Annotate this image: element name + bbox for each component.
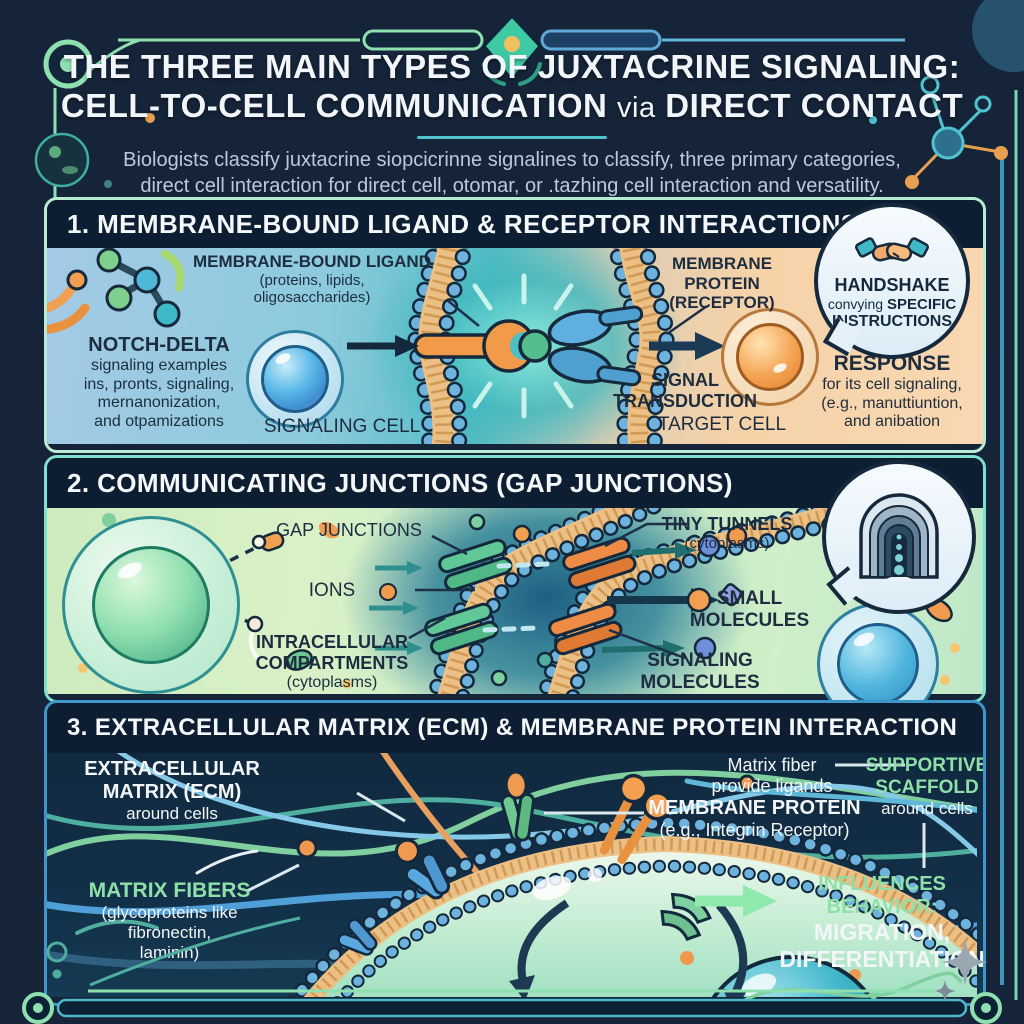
handshake-line2: convying SPECIFIC bbox=[827, 296, 957, 313]
tunnel-icon bbox=[859, 493, 939, 581]
notch-molecule-decor bbox=[47, 248, 185, 334]
integrin-receptor-blue bbox=[394, 838, 451, 900]
tiny-tunnels-label: TINY TUNNELS (cytoplasms) bbox=[661, 514, 793, 552]
handshake-icon bbox=[855, 237, 929, 262]
notch-delta-label: NOTCH-DELTA signaling examples ins, pron… bbox=[83, 334, 235, 430]
influence-arrow bbox=[695, 885, 777, 917]
response-label: RESPONSE for its cell signaling, (e.g., … bbox=[821, 352, 963, 431]
section-1-heading: 1. MEMBRANE-BOUND LIGAND & RECEPTOR INTE… bbox=[67, 208, 859, 239]
flow-arrows bbox=[369, 542, 719, 657]
membrane-protein-green bbox=[500, 770, 536, 842]
decorative-cell bbox=[34, 113, 155, 188]
section-3-body: EXTRACELLULAR MATRIX (ECM) around cells … bbox=[47, 753, 983, 997]
subtitle-line1: Biologists classify juxtacrine siopcicri… bbox=[123, 148, 901, 171]
section-2-card: 2. COMMUNICATING JUNCTIONS (GAP JUNCTION… bbox=[44, 455, 986, 703]
arrow-signal-transduction bbox=[649, 332, 725, 360]
gap-junction-illustration bbox=[78, 508, 960, 694]
title-divider bbox=[417, 135, 607, 139]
gap-junctions-label: GAP JUNCTIONS bbox=[276, 520, 422, 540]
membrane-protein-integrin-label: MEMBRANE PROTEIN (e.g., Integrin Recepto… bbox=[648, 797, 861, 841]
membrane-protein-label: MEMBRANE PROTEIN (RECEPTOR) bbox=[669, 254, 775, 313]
leader-lines bbox=[408, 522, 687, 660]
section-2-header: 2. COMMUNICATING JUNCTIONS (GAP JUNCTION… bbox=[47, 458, 983, 508]
influences-behavior-label: INFLUENCES BEHAVIOR: MIGRATION, DIFFEREN… bbox=[779, 873, 985, 973]
intracellular-label: INTRACELLULAR COMPARTMENTS (cytoplasms) bbox=[255, 632, 409, 691]
tunnel-speech-bubble bbox=[822, 460, 976, 614]
integrin-receptor-blue-2 bbox=[337, 918, 378, 956]
ligand-label: MEMBRANE-BOUND LIGAND (proteins, lipids,… bbox=[193, 252, 431, 307]
title-part-b: DIRECT CONTACT bbox=[665, 86, 964, 124]
handshake-title: HANDSHAKE bbox=[834, 275, 950, 295]
ion-dot-orange bbox=[379, 583, 397, 601]
handshake-line3: INSTRUCTIONS bbox=[832, 313, 952, 330]
title-part-a: CELL-TO-CELL COMMUNICATION bbox=[60, 86, 608, 124]
small-molecules-label: SMALL MOLECULES bbox=[689, 588, 810, 632]
green-hook-receptor bbox=[660, 893, 712, 941]
page-header: THE THREE MAIN TYPES OF JUXTACRINE SIGNA… bbox=[60, 48, 964, 199]
signal-transduction-label: SIGNAL TRANSDUCTION bbox=[613, 370, 757, 411]
ligand-signal-ball bbox=[518, 329, 552, 363]
label-leader-lines bbox=[246, 763, 926, 893]
page-title-line1: THE THREE MAIN TYPES OF JUXTACRINE SIGNA… bbox=[63, 48, 961, 85]
section-3-card: 3. EXTRACELLULAR MATRIX (ECM) & MEMBRANE… bbox=[44, 700, 986, 1006]
section-1-card: 1. MEMBRANE-BOUND LIGAND & RECEPTOR INTE… bbox=[44, 197, 986, 453]
signal-rays bbox=[472, 273, 574, 419]
page-title-line2: CELL-TO-CELL COMMUNICATION via DIRECT CO… bbox=[60, 87, 964, 126]
section-3-header: 3. EXTRACELLULAR MATRIX (ECM) & MEMBRANE… bbox=[47, 703, 983, 753]
receptor-icon bbox=[547, 305, 644, 387]
ions-label: IONS bbox=[308, 580, 356, 601]
title-via: via bbox=[617, 91, 656, 124]
ligand-receptor-illustration bbox=[47, 248, 725, 444]
section-2-heading: 2. COMMUNICATING JUNCTIONS (GAP JUNCTION… bbox=[67, 467, 733, 498]
vesicle-connector bbox=[214, 531, 313, 671]
receptor-leader-line bbox=[666, 304, 708, 336]
target-cell-label: TARGET CELL bbox=[657, 414, 787, 435]
section-3-heading: 3. EXTRACELLULAR MATRIX (ECM) & MEMBRANE… bbox=[67, 714, 958, 741]
matrix-fiber-ligand-label: Matrix fiber provide ligands bbox=[711, 755, 833, 796]
gap-junction-channels bbox=[424, 536, 637, 656]
ligand-leader-line bbox=[446, 299, 480, 327]
ecm-illustration bbox=[47, 753, 977, 997]
small-molecule-dots bbox=[468, 513, 748, 687]
ecm-label: EXTRACELLULAR MATRIX (ECM) around cells bbox=[84, 758, 260, 824]
handshake-speech-bubble: HANDSHAKE convying SPECIFIC INSTRUCTIONS bbox=[814, 203, 970, 359]
subtitle-line2: direct cell interaction for direct cell,… bbox=[140, 174, 884, 197]
arrow-signaling-to-membrane bbox=[347, 335, 419, 357]
matrix-fibers-label: MATRIX FIBERS (glycoproteins like fibron… bbox=[88, 879, 251, 962]
decorative-molecule bbox=[869, 0, 1024, 189]
orange-pin-receptors bbox=[599, 773, 673, 864]
top-diamond-ornament bbox=[482, 13, 542, 86]
signaling-cell-label: SIGNALING CELL bbox=[263, 416, 421, 437]
supportive-scaffold-label: SUPPORTIVE SCAFFOLD around cells bbox=[865, 755, 986, 819]
signaling-molecules-label: SIGNALING MOLECULES bbox=[640, 650, 760, 694]
